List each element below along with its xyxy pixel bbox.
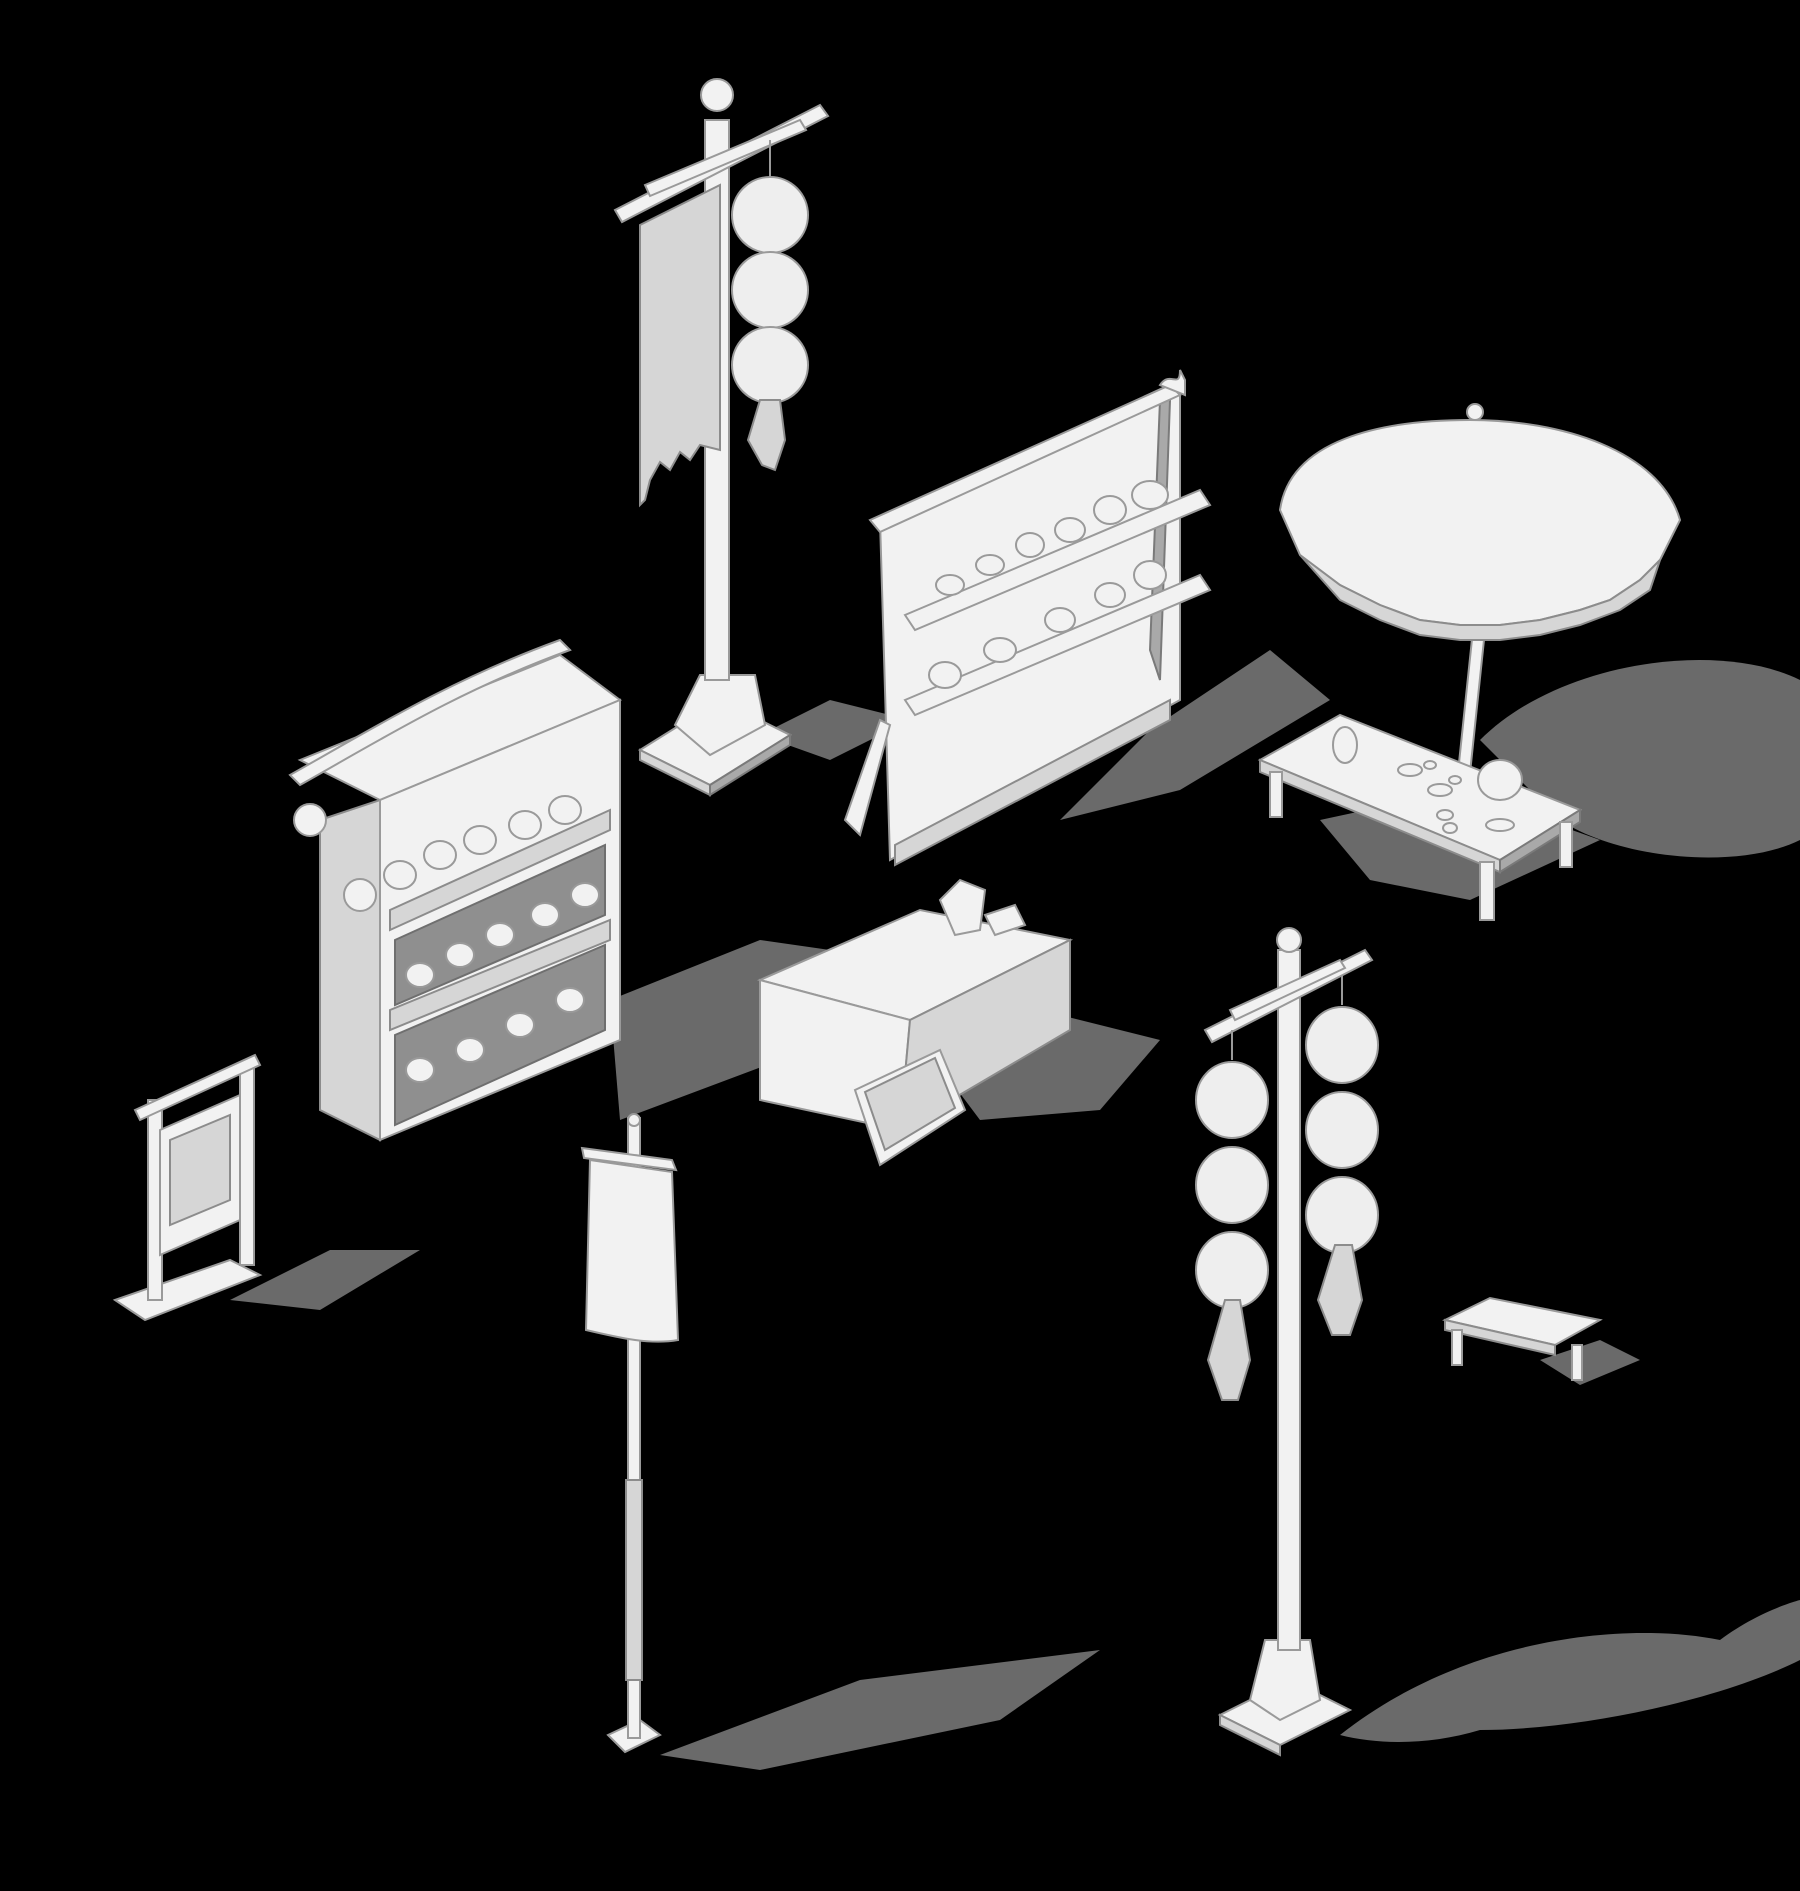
tea-bowl-1 [1397, 763, 1423, 777]
pole-base-right [709, 733, 791, 797]
shelf-board-upper [903, 488, 1212, 632]
umbrella-top-cap [1466, 403, 1484, 421]
sign-plaque-inlay [169, 1113, 231, 1227]
draped-table-with-sign [756, 878, 1074, 1167]
left-lantern-3 [1195, 1231, 1269, 1309]
kettle [1477, 759, 1523, 801]
small-bench [1442, 1296, 1603, 1381]
shelf-items-upper [935, 480, 1169, 596]
shelf-base [894, 698, 1171, 867]
flag-pole-wrap [625, 1479, 643, 1681]
bench-leg-right [1571, 1344, 1583, 1381]
tea-cup-1 [1436, 809, 1454, 821]
bench-leg-left [1451, 1329, 1463, 1366]
flag-pole [580, 1113, 680, 1754]
pole-finial [700, 78, 734, 112]
hanging-sign-stand [112, 1053, 263, 1322]
low-tea-table [1257, 713, 1583, 921]
right-lantern-string [1305, 975, 1379, 1336]
sign-stand-shadow [230, 1250, 420, 1310]
cabinet-left-side [319, 798, 381, 1142]
flag-pole-top [627, 1113, 641, 1127]
tea-cup-4 [1442, 822, 1458, 834]
curio-cabinet-stall [288, 638, 622, 1142]
leaning-sign-face [863, 1056, 957, 1152]
double-lantern-pole [1195, 927, 1379, 1757]
cabinet-items-bottom [405, 987, 585, 1083]
cabinet-interior-lower [394, 943, 606, 1127]
sign-stand-post-right [239, 1064, 255, 1266]
lantern-1 [731, 176, 809, 254]
banner-lanterns [731, 140, 809, 472]
left-lantern-string [1195, 1030, 1269, 1401]
lantern-pole-finial [1276, 927, 1302, 953]
shelf-items-lower [928, 560, 1167, 689]
teapot-tall [1332, 726, 1358, 764]
lantern-pole-base-left [1219, 1713, 1281, 1757]
lantern-2 [731, 251, 809, 329]
lantern-tassel [746, 399, 787, 472]
left-lantern-tassel [1206, 1299, 1252, 1401]
shelf-roof-curl [1158, 369, 1186, 397]
ground-shadows [230, 650, 1800, 1770]
lantern-pole-shaft [1277, 949, 1301, 1651]
bench-shadow [1540, 1340, 1640, 1385]
sign-stand-base [112, 1258, 263, 1322]
flag-cloth [584, 1158, 680, 1343]
tea-table-leg-3 [1559, 821, 1573, 868]
shelf-top-rail [868, 383, 1182, 534]
tea-cup-2 [1423, 760, 1437, 770]
market-umbrella [1278, 403, 1682, 771]
flag-crossbar [580, 1146, 678, 1172]
tea-plate [1485, 818, 1515, 832]
shelf-leg-brace [843, 718, 892, 837]
banner-pole-shadow [760, 700, 910, 760]
umbrella-fringe [1299, 554, 1661, 641]
tea-bowl-2 [1427, 783, 1453, 797]
wall-shelf-stall [843, 369, 1212, 867]
right-lantern-2 [1305, 1091, 1379, 1169]
pole-pedestal [673, 674, 767, 757]
lantern-pole-pedestal [1248, 1639, 1322, 1722]
cabinet-shelf-2 [389, 918, 611, 1032]
sign-stand-crossbar [133, 1053, 262, 1122]
cabinet-items-top [343, 795, 582, 912]
hanging-ornament [293, 803, 327, 837]
tea-cup-3 [1448, 775, 1462, 785]
double-lantern-pole-shadow [1340, 1600, 1800, 1742]
lantern-3 [731, 326, 809, 404]
shelf-board-lower [903, 573, 1212, 717]
right-lantern-3 [1305, 1176, 1379, 1254]
tea-table-leg-1 [1269, 771, 1283, 818]
cabinet-shelf-1 [389, 808, 611, 932]
banner-pole-with-lanterns [613, 78, 830, 797]
tea-table-leg-2 [1479, 861, 1495, 921]
bench-front-edge [1444, 1318, 1556, 1357]
cabinet-roof-ridge [288, 638, 572, 787]
right-lantern-1 [1305, 1006, 1379, 1084]
left-lantern-2 [1195, 1146, 1269, 1224]
wall-shelf-shadow [1060, 650, 1330, 820]
table-figurine [938, 878, 987, 937]
draped-table-shadow [950, 1010, 1160, 1120]
left-lantern-1 [1195, 1061, 1269, 1139]
flag-pole-shadow [660, 1650, 1100, 1770]
table-teapot [983, 903, 1027, 937]
hanging-banner [639, 183, 721, 508]
right-lantern-tassel [1316, 1244, 1364, 1336]
lantern-pole-crossbar-lower [1228, 958, 1347, 1022]
cabinet-items-middle [405, 882, 600, 988]
pole-crossbar-lower [643, 118, 808, 198]
